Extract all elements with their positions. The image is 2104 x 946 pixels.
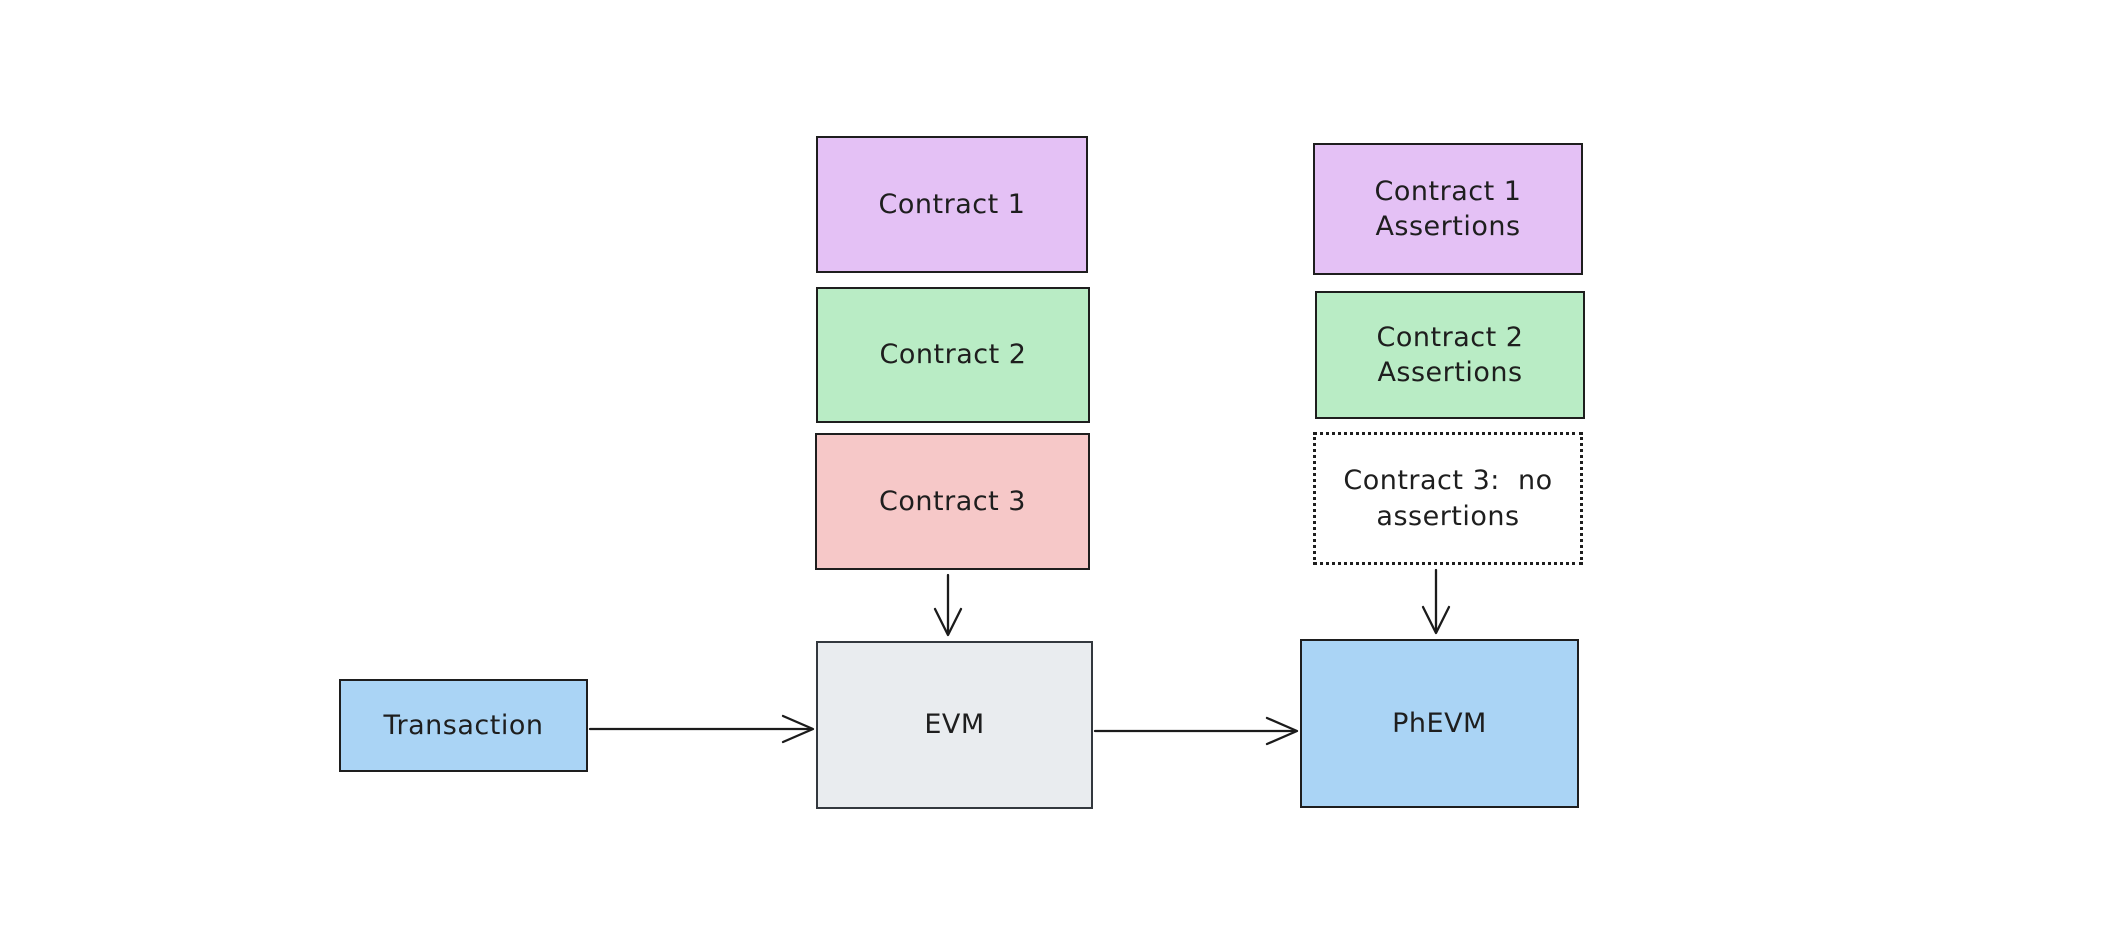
node-transaction: Transaction (339, 679, 588, 772)
node-contract-2-assertions-label: Contract 2 Assertions (1376, 321, 1524, 388)
node-evm: EVM (816, 641, 1093, 809)
node-contract-3-label: Contract 3 (879, 485, 1026, 517)
node-contract-2-label: Contract 2 (879, 339, 1027, 371)
arrow-evm-to-phevm (1093, 716, 1299, 746)
node-contract-2: Contract 2 (816, 287, 1090, 423)
node-phevm: PhEVM (1300, 639, 1579, 808)
arrow-transaction-to-evm (588, 714, 815, 744)
node-contract-3-no-assertions: Contract 3: no assertions (1313, 432, 1583, 565)
node-transaction-label: Transaction (383, 709, 544, 741)
node-contract-2-assertions: Contract 2 Assertions (1315, 291, 1585, 419)
node-contract-1-assertions: Contract 1 Assertions (1313, 143, 1583, 275)
node-phevm-label: PhEVM (1392, 707, 1487, 739)
arrow-contract3-to-evm (933, 573, 963, 637)
node-contract-1-assertions-label: Contract 1 Assertions (1374, 175, 1522, 242)
node-contract-1-label: Contract 1 (878, 188, 1026, 220)
node-contract-1: Contract 1 (816, 136, 1088, 273)
node-evm-label: EVM (924, 709, 985, 741)
arrow-no-assertions-to-phevm (1421, 568, 1451, 635)
node-contract-3: Contract 3 (815, 433, 1090, 570)
node-contract-3-no-assertions-label: Contract 3: no assertions (1343, 465, 1553, 532)
